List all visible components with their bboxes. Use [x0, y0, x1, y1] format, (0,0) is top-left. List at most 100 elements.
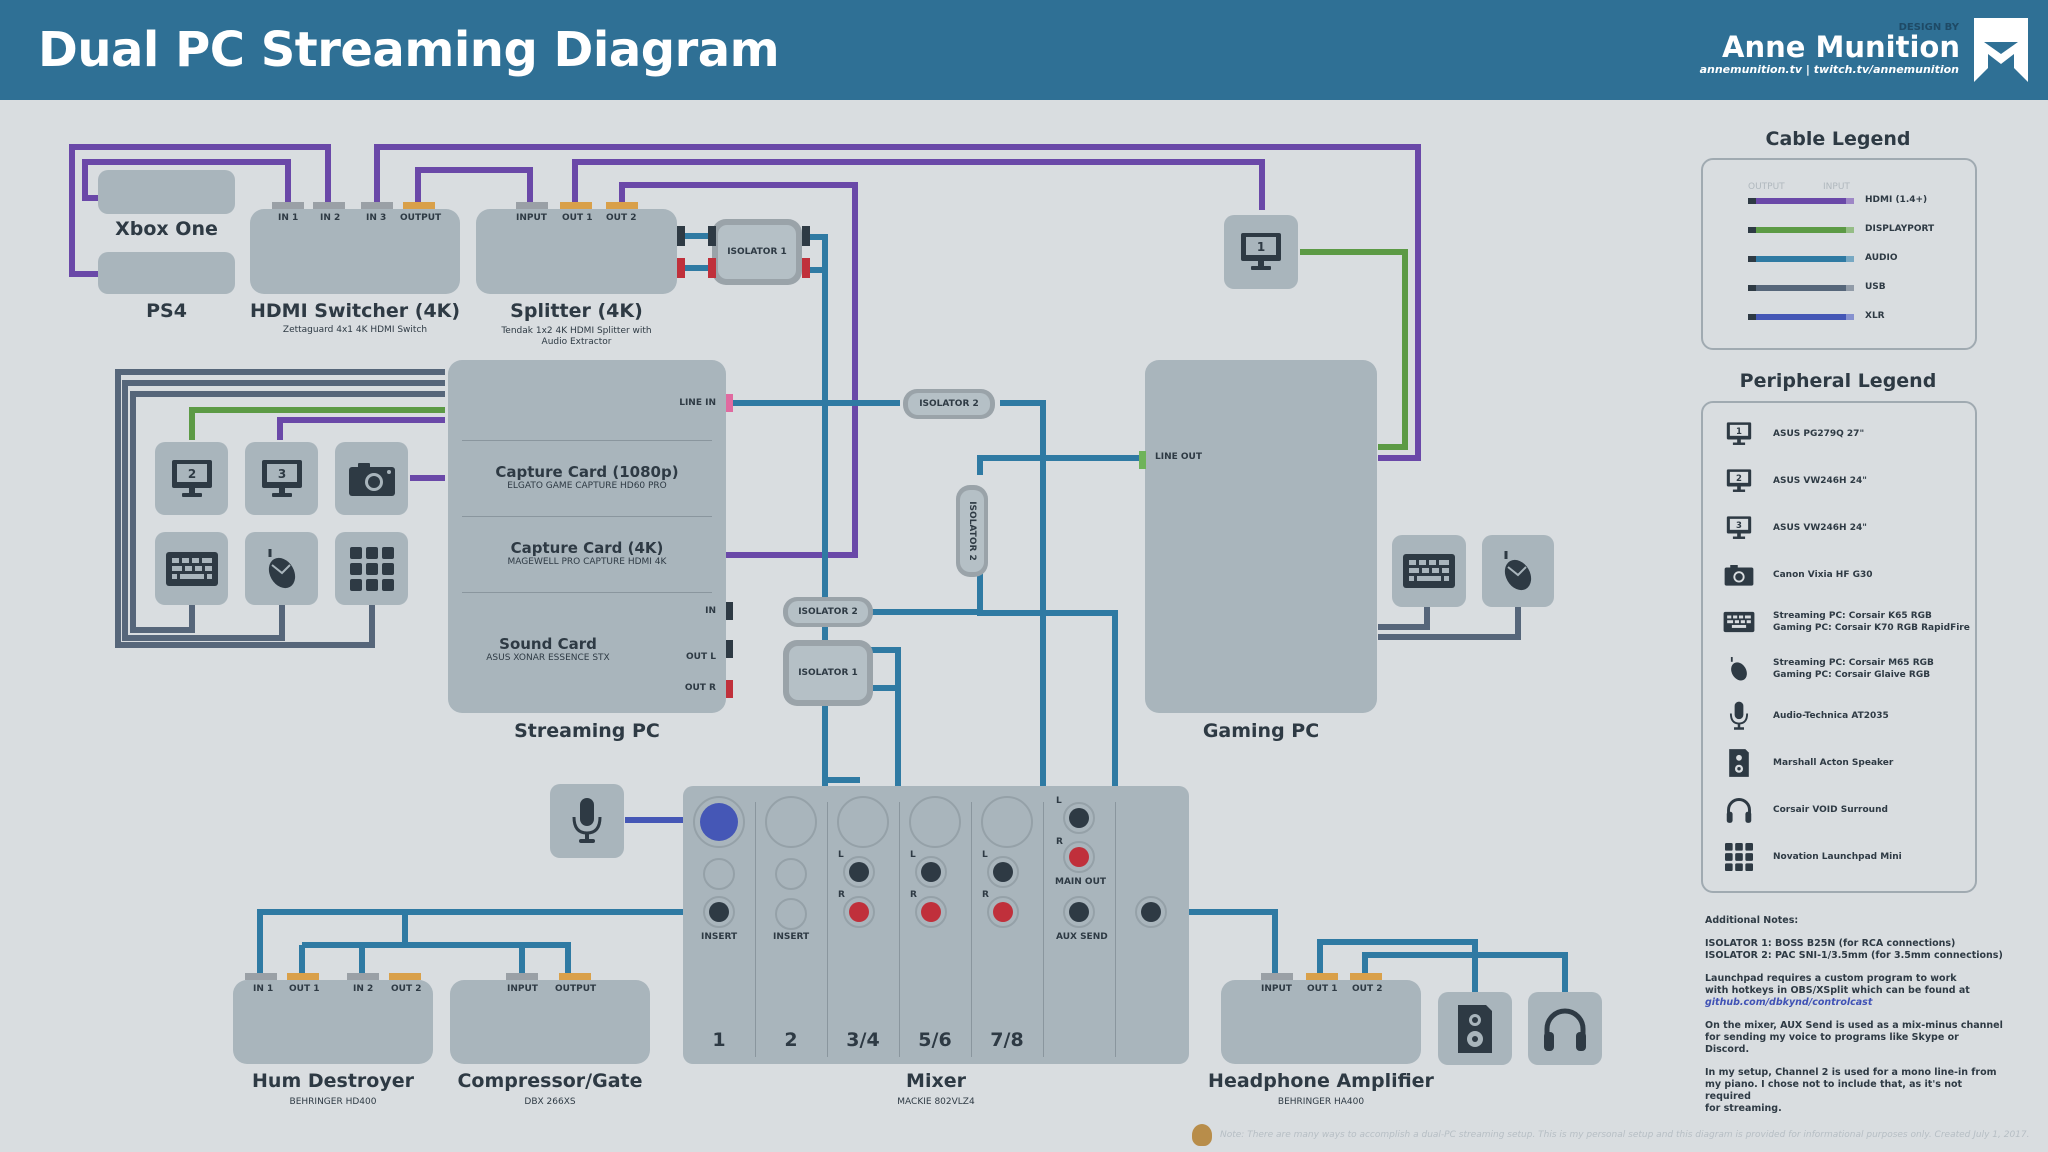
speaker-icon [1458, 1004, 1492, 1053]
monitor-1-icon: 1 [1721, 419, 1757, 449]
monitor-2-number: 2 [187, 467, 195, 481]
port-out1: OUT 1 [562, 213, 593, 223]
peripheral-label: Streaming PC: Corsair M65 RGB [1773, 658, 1934, 668]
headphone-amp-label: Headphone Amplifier [1208, 1070, 1434, 1092]
line-out-jack [1139, 451, 1146, 469]
cable-mouse-usb [122, 380, 445, 641]
hum-destroyer-model: BEHRINGER HD400 [289, 1097, 377, 1107]
microphone-icon [572, 798, 602, 843]
label-l: L [982, 850, 988, 860]
monitor-2-tile: 2 [155, 442, 228, 515]
gaming-keyboard-tile [1392, 535, 1466, 607]
microphone-icon [1721, 701, 1757, 731]
port-output: OUTPUT [555, 984, 597, 994]
cable-gaming-mouse [1378, 605, 1521, 640]
peripheral-label: ASUS VW246H 24" [1773, 476, 1867, 486]
legend-input-label: INPUT [1823, 182, 1850, 192]
hdmi-switcher-model: Zettaguard 4x1 4K HDMI Switch [282, 325, 428, 335]
main-out-r-label: R [1056, 837, 1063, 847]
channel-1: 1 [712, 1029, 726, 1051]
footer-mascot-icon [1192, 1124, 1212, 1146]
peripheral-label-line2: Gaming PC: Corsair K70 RGB RapidFire [1773, 623, 1970, 633]
hum-destroyer-label: Hum Destroyer [252, 1070, 414, 1092]
cable-ps4-to-in2 [69, 144, 331, 277]
keyboard-icon [1403, 554, 1455, 588]
notes-heading: Additional Notes: [1705, 915, 1799, 926]
xlr-input-7 [981, 796, 1033, 848]
port-line-out: LINE OUT [1155, 452, 1202, 462]
compressor-label: Compressor/Gate [457, 1070, 643, 1092]
mouse-icon [268, 548, 295, 588]
channel-2: 2 [784, 1029, 798, 1051]
port-out1: OUT 1 [289, 984, 320, 994]
channel-3-4: 3/4 [846, 1029, 880, 1051]
monitor-3-number: 3 [277, 467, 285, 481]
headphones-icon [1721, 795, 1757, 825]
splitter-model-1: Tendak 1x2 4K HDMI Splitter with [501, 326, 652, 336]
author-links[interactable]: annemunition.tv | twitch.tv/annemunition [1699, 63, 1959, 76]
keyboard-icon [165, 551, 218, 586]
iso1-out-r [802, 258, 810, 278]
mouse-tile [245, 532, 318, 605]
label-r: R [982, 890, 989, 900]
svg-text:1: 1 [1736, 427, 1742, 437]
isolator-1-label: ISOLATOR 1 [718, 225, 796, 279]
label-r: R [910, 890, 917, 900]
jack-56-r [915, 896, 947, 928]
additional-notes: Additional Notes: ISOLATOR 1: BOSS B25N … [1705, 915, 2005, 1126]
divider [462, 592, 712, 593]
divider [462, 440, 712, 441]
peripheral-label: ASUS VW246H 24" [1773, 523, 1867, 533]
cable-monitor3 [277, 417, 445, 440]
controlcast-link[interactable]: github.com/dbkynd/controlcast [1705, 997, 1873, 1008]
note-launchpad-2: with hotkeys in OBS/XSplit which can be … [1705, 985, 1970, 996]
isolator-1-sound: ISOLATOR 1 [783, 640, 873, 706]
capture-4k-model: MAGEWELL PRO CAPTURE HDMI 4K [507, 557, 667, 567]
camera-tile [335, 442, 408, 515]
camera-icon [348, 462, 395, 496]
label-r: R [838, 890, 845, 900]
xlr-input-3 [837, 796, 889, 848]
cable-out1-to-monitor1 [572, 159, 1265, 210]
camera-icon [1721, 560, 1757, 590]
main-out-label: MAIN OUT [1055, 877, 1107, 887]
headphone-amp-device: INPUT OUT 1 OUT 2 [1221, 980, 1421, 1064]
mouse-icon [1721, 654, 1757, 684]
note-ch2-2: my piano. I chose not to include that, a… [1705, 1079, 1963, 1102]
gaming-mouse-tile [1482, 535, 1554, 607]
compressor-device: INPUT OUTPUT [450, 980, 650, 1064]
cable-lineout [977, 455, 1145, 475]
hdmi-switcher-device: IN 1 IN 2 IN 3 OUTPUT [250, 209, 460, 294]
cable-aux-to-hpamp [1160, 909, 1278, 975]
sound-card-title: Sound Card [499, 635, 597, 653]
channel-7-8: 7/8 [990, 1029, 1024, 1051]
port-in1: IN 1 [253, 984, 274, 994]
port-input: INPUT [1261, 984, 1292, 994]
svg-text:3: 3 [1736, 521, 1742, 531]
mouse-icon [1504, 551, 1532, 591]
peripheral-label: Corsair VOID Surround [1773, 805, 1888, 815]
monitor-1-number: 1 [1257, 240, 1265, 254]
legend-cable-label: DISPLAYPORT [1865, 224, 1935, 234]
isolator-2-vertical: ISOLATOR 2 [956, 485, 988, 577]
jack-34-l [843, 856, 875, 888]
legend-cable-swatch [1748, 314, 1854, 320]
headphone-amp-model: BEHRINGER HA400 [1277, 1097, 1365, 1107]
svg-text:2: 2 [1736, 474, 1742, 484]
monitor-3-icon: 3 [1721, 513, 1757, 543]
port-in1: IN 1 [278, 213, 299, 223]
usb-cables [115, 369, 1521, 648]
legend-cable-label: USB [1865, 282, 1886, 292]
cable-output-to-splitter [415, 167, 533, 205]
hdmi-cables [69, 144, 1421, 558]
peripheral-label: Canon Vixia HF G30 [1773, 570, 1873, 580]
peripheral-label: Marshall Acton Speaker [1773, 758, 1894, 768]
ps4-device [98, 252, 235, 294]
jack-78-l [987, 856, 1019, 888]
port-out2: OUT 2 [391, 984, 422, 994]
peripheral-legend-title: Peripheral Legend [1739, 370, 1937, 392]
